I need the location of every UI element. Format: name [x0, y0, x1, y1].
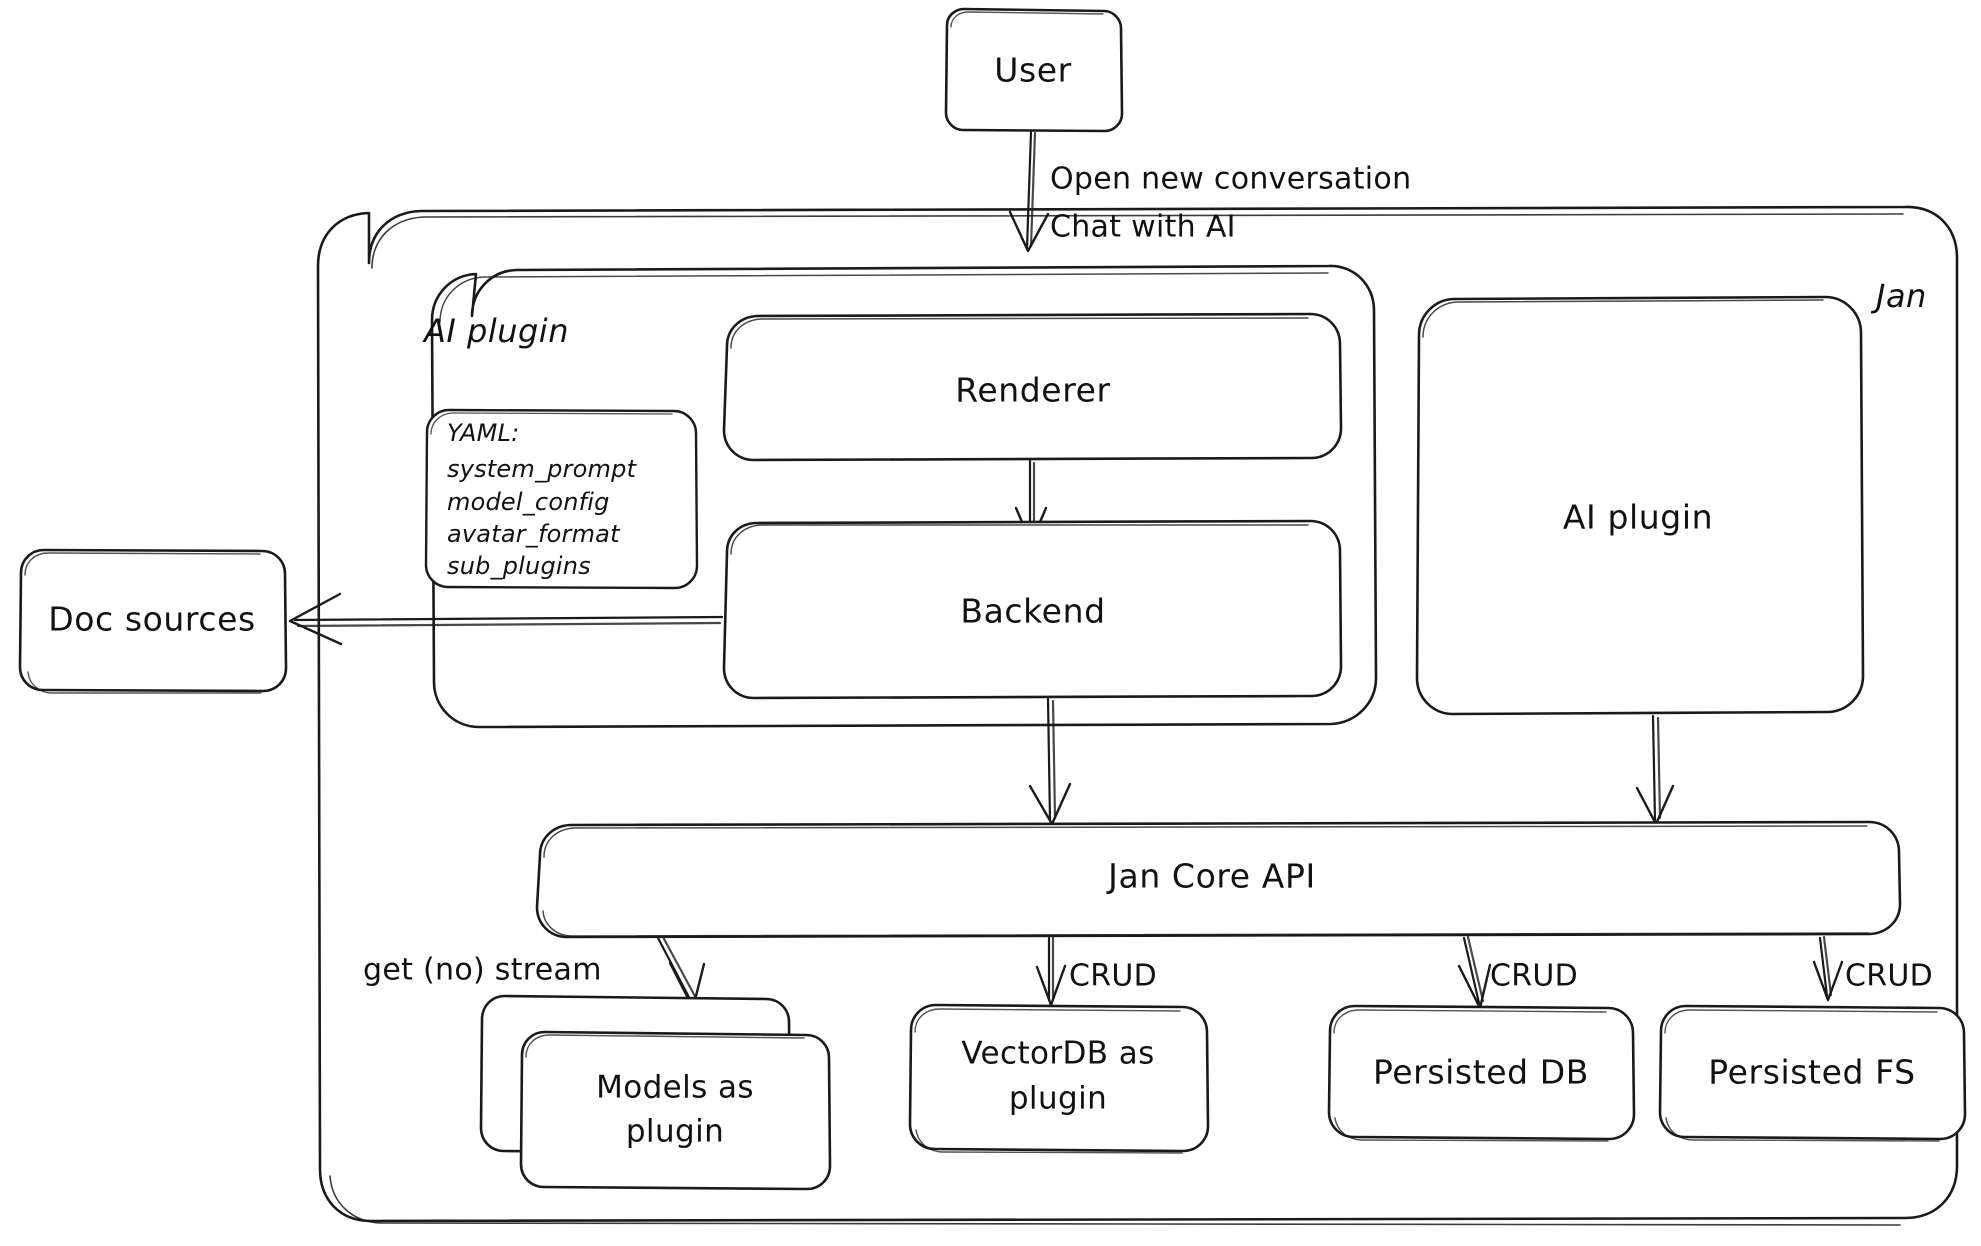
- yaml-key-model-config: model_config: [447, 488, 610, 516]
- node-vectordb-plugin-label-line2: plugin: [1009, 1081, 1107, 1117]
- yaml-key-system-prompt: system_prompt: [447, 455, 638, 483]
- edge-ai-plugin-to-core: [1635, 714, 1675, 826]
- edge-backend-to-doc-sources: [288, 592, 724, 646]
- node-models-plugin-label-line1: Models as: [596, 1070, 754, 1106]
- container-ai-plugin-group-label: AI plugin: [422, 312, 569, 350]
- node-user[interactable]: User: [944, 7, 1124, 133]
- yaml-key-sub-plugins: sub_plugins: [447, 552, 591, 580]
- edge-core-to-persisted-fs: [1812, 935, 1844, 1002]
- node-renderer-label: Renderer: [955, 371, 1110, 410]
- node-backend-label: Backend: [960, 592, 1105, 631]
- edge-label-user-renderer-line1: Open new conversation: [1050, 162, 1411, 197]
- node-models-plugin[interactable]: Models as plugin: [479, 994, 832, 1191]
- yaml-heading: YAML:: [447, 419, 519, 447]
- edge-label-core-persisted-db: CRUD: [1490, 959, 1578, 994]
- node-doc-sources-label: Doc sources: [48, 600, 256, 639]
- node-ai-plugin-right[interactable]: AI plugin: [1415, 295, 1865, 716]
- container-ai-plugin-group: [430, 264, 1378, 729]
- node-user-label: User: [994, 51, 1072, 90]
- node-vectordb-plugin-label-line1: VectorDB as: [961, 1036, 1154, 1072]
- container-jan-label: Jan: [1870, 277, 1927, 315]
- node-renderer[interactable]: Renderer: [722, 312, 1343, 462]
- edge-core-to-persisted-db: [1457, 935, 1492, 1010]
- edge-label-core-vectordb: CRUD: [1069, 959, 1157, 994]
- edge-core-to-vectordb: [1035, 935, 1067, 1007]
- node-ai-plugin-right-label: AI plugin: [1563, 498, 1713, 537]
- edge-user-to-renderer: [1008, 130, 1050, 253]
- node-models-plugin-label-line2: plugin: [626, 1114, 724, 1150]
- node-jan-core-api-label: Jan Core API: [1106, 857, 1316, 896]
- node-vectordb-plugin[interactable]: VectorDB as plugin: [908, 1003, 1210, 1154]
- edge-backend-to-core: [1028, 697, 1072, 826]
- node-doc-sources[interactable]: Doc sources: [18, 548, 288, 694]
- yaml-key-avatar-format: avatar_format: [447, 520, 621, 548]
- node-jan-core-api[interactable]: Jan Core API: [535, 820, 1902, 939]
- node-persisted-fs-label: Persisted FS: [1708, 1053, 1915, 1092]
- node-persisted-db-label: Persisted DB: [1373, 1053, 1589, 1092]
- edge-label-core-models: get (no) stream: [363, 953, 602, 988]
- edge-label-core-persisted-fs: CRUD: [1845, 959, 1933, 994]
- node-persisted-fs[interactable]: Persisted FS: [1658, 1004, 1967, 1142]
- node-backend[interactable]: Backend: [722, 519, 1343, 700]
- card-yaml-config: YAML: system_prompt model_config avatar_…: [424, 408, 699, 590]
- edge-label-user-renderer-line2: Chat with AI: [1050, 210, 1236, 245]
- node-persisted-db[interactable]: Persisted DB: [1327, 1004, 1636, 1142]
- container-jan: [316, 205, 1959, 1226]
